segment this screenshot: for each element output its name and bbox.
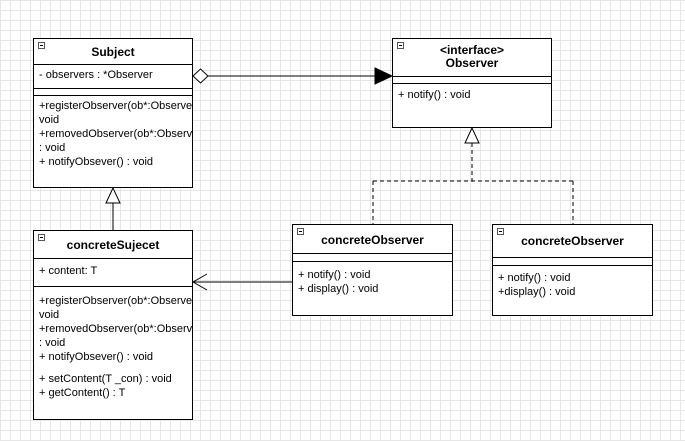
subject-operation: + notifyObsever() : void	[39, 156, 154, 168]
concrete-subject-operations: +registerObserver(ob*:Observer) : void +…	[34, 287, 192, 400]
concrete-observer-header: concreteObserver	[493, 225, 652, 258]
separator	[393, 77, 551, 84]
concrete-subject-class-name: concreteSujecet	[66, 238, 160, 252]
concrete-observer-operation: + notify() : void	[498, 272, 571, 284]
observer-operations: + notify() : void	[393, 84, 551, 102]
concrete-subject-class-header: concreteSujecet	[34, 231, 192, 259]
subject-operation: +removedObserver(ob*:Observer)	[39, 128, 193, 140]
subject-class[interactable]: Subject - observers : *Observer +registe…	[33, 38, 193, 188]
concrete-subject-attribute: + content: T	[39, 265, 98, 277]
concrete-observer-operations: + notify() : void + display() : void	[293, 262, 452, 296]
observer-interface[interactable]: <interface> Observer + notify() : void	[392, 38, 552, 128]
realization-connector	[372, 126, 574, 224]
concrete-subject-class[interactable]: concreteSujecet + content: T +registerOb…	[33, 230, 193, 420]
collapse-toggle-icon[interactable]	[397, 42, 404, 49]
collapse-toggle-icon[interactable]	[497, 228, 504, 235]
aggregation-connector	[192, 67, 394, 85]
subject-operations: +registerObserver(ob*:Observer) : void +…	[34, 96, 192, 169]
separator	[293, 254, 452, 262]
concrete-observer-name: concreteObserver	[521, 234, 624, 248]
concrete-subject-operation: : void	[39, 337, 66, 349]
concrete-observer-header: concreteObserver	[293, 225, 452, 254]
concrete-observer-name: concreteObserver	[321, 233, 424, 247]
concrete-observer-operation: + display() : void	[298, 283, 379, 295]
collapse-toggle-icon[interactable]	[38, 42, 45, 49]
collapse-toggle-icon[interactable]	[38, 234, 45, 241]
concrete-subject-operation: +registerObserver(ob*:Observer) :	[39, 295, 193, 307]
subject-attribute: - observers : *Observer	[39, 69, 153, 81]
concrete-subject-operation: void	[39, 309, 60, 321]
separator	[34, 89, 192, 96]
filled-arrowhead-icon	[374, 67, 394, 85]
observer-interface-name: Observer	[445, 56, 499, 70]
observer-interface-header: <interface> Observer	[393, 39, 551, 77]
concrete-observer-class-2[interactable]: concreteObserver + notify() : void +disp…	[492, 224, 653, 316]
subject-class-name: Subject	[91, 45, 135, 59]
concrete-subject-operation: + notifyObsever() : void	[39, 351, 154, 363]
generalization-connector	[105, 186, 121, 230]
collapse-toggle-icon[interactable]	[297, 228, 304, 235]
concrete-observer-operation: + notify() : void	[298, 269, 371, 281]
subject-operation: : void	[39, 142, 66, 154]
observer-operation: + notify() : void	[398, 89, 471, 101]
open-arrowhead-icon	[191, 273, 208, 291]
concrete-observer-operations: + notify() : void +display() : void	[493, 266, 652, 299]
aggregation-diamond-icon	[192, 68, 209, 84]
subject-operation: +registerObserver(ob*:Observer) :	[39, 100, 193, 112]
observer-stereotype: <interface>	[439, 43, 505, 57]
subject-operation: void	[39, 114, 60, 126]
association-connector	[191, 273, 292, 291]
concrete-subject-operation: +removedObserver(ob*:Observer)	[39, 323, 193, 335]
subject-class-header: Subject	[34, 39, 192, 65]
concrete-observer-operation: +display() : void	[498, 286, 576, 298]
inheritance-triangle-icon	[105, 186, 121, 204]
subject-attributes: - observers : *Observer	[34, 65, 192, 89]
concrete-subject-operation: + setContent(T _con) : void	[39, 373, 172, 385]
concrete-subject-attributes: + content: T	[34, 259, 192, 287]
separator	[493, 258, 652, 266]
concrete-subject-operation: + getContent() : T	[39, 387, 126, 399]
concrete-observer-class-1[interactable]: concreteObserver + notify() : void + dis…	[292, 224, 453, 316]
realization-triangle-icon	[464, 126, 480, 144]
